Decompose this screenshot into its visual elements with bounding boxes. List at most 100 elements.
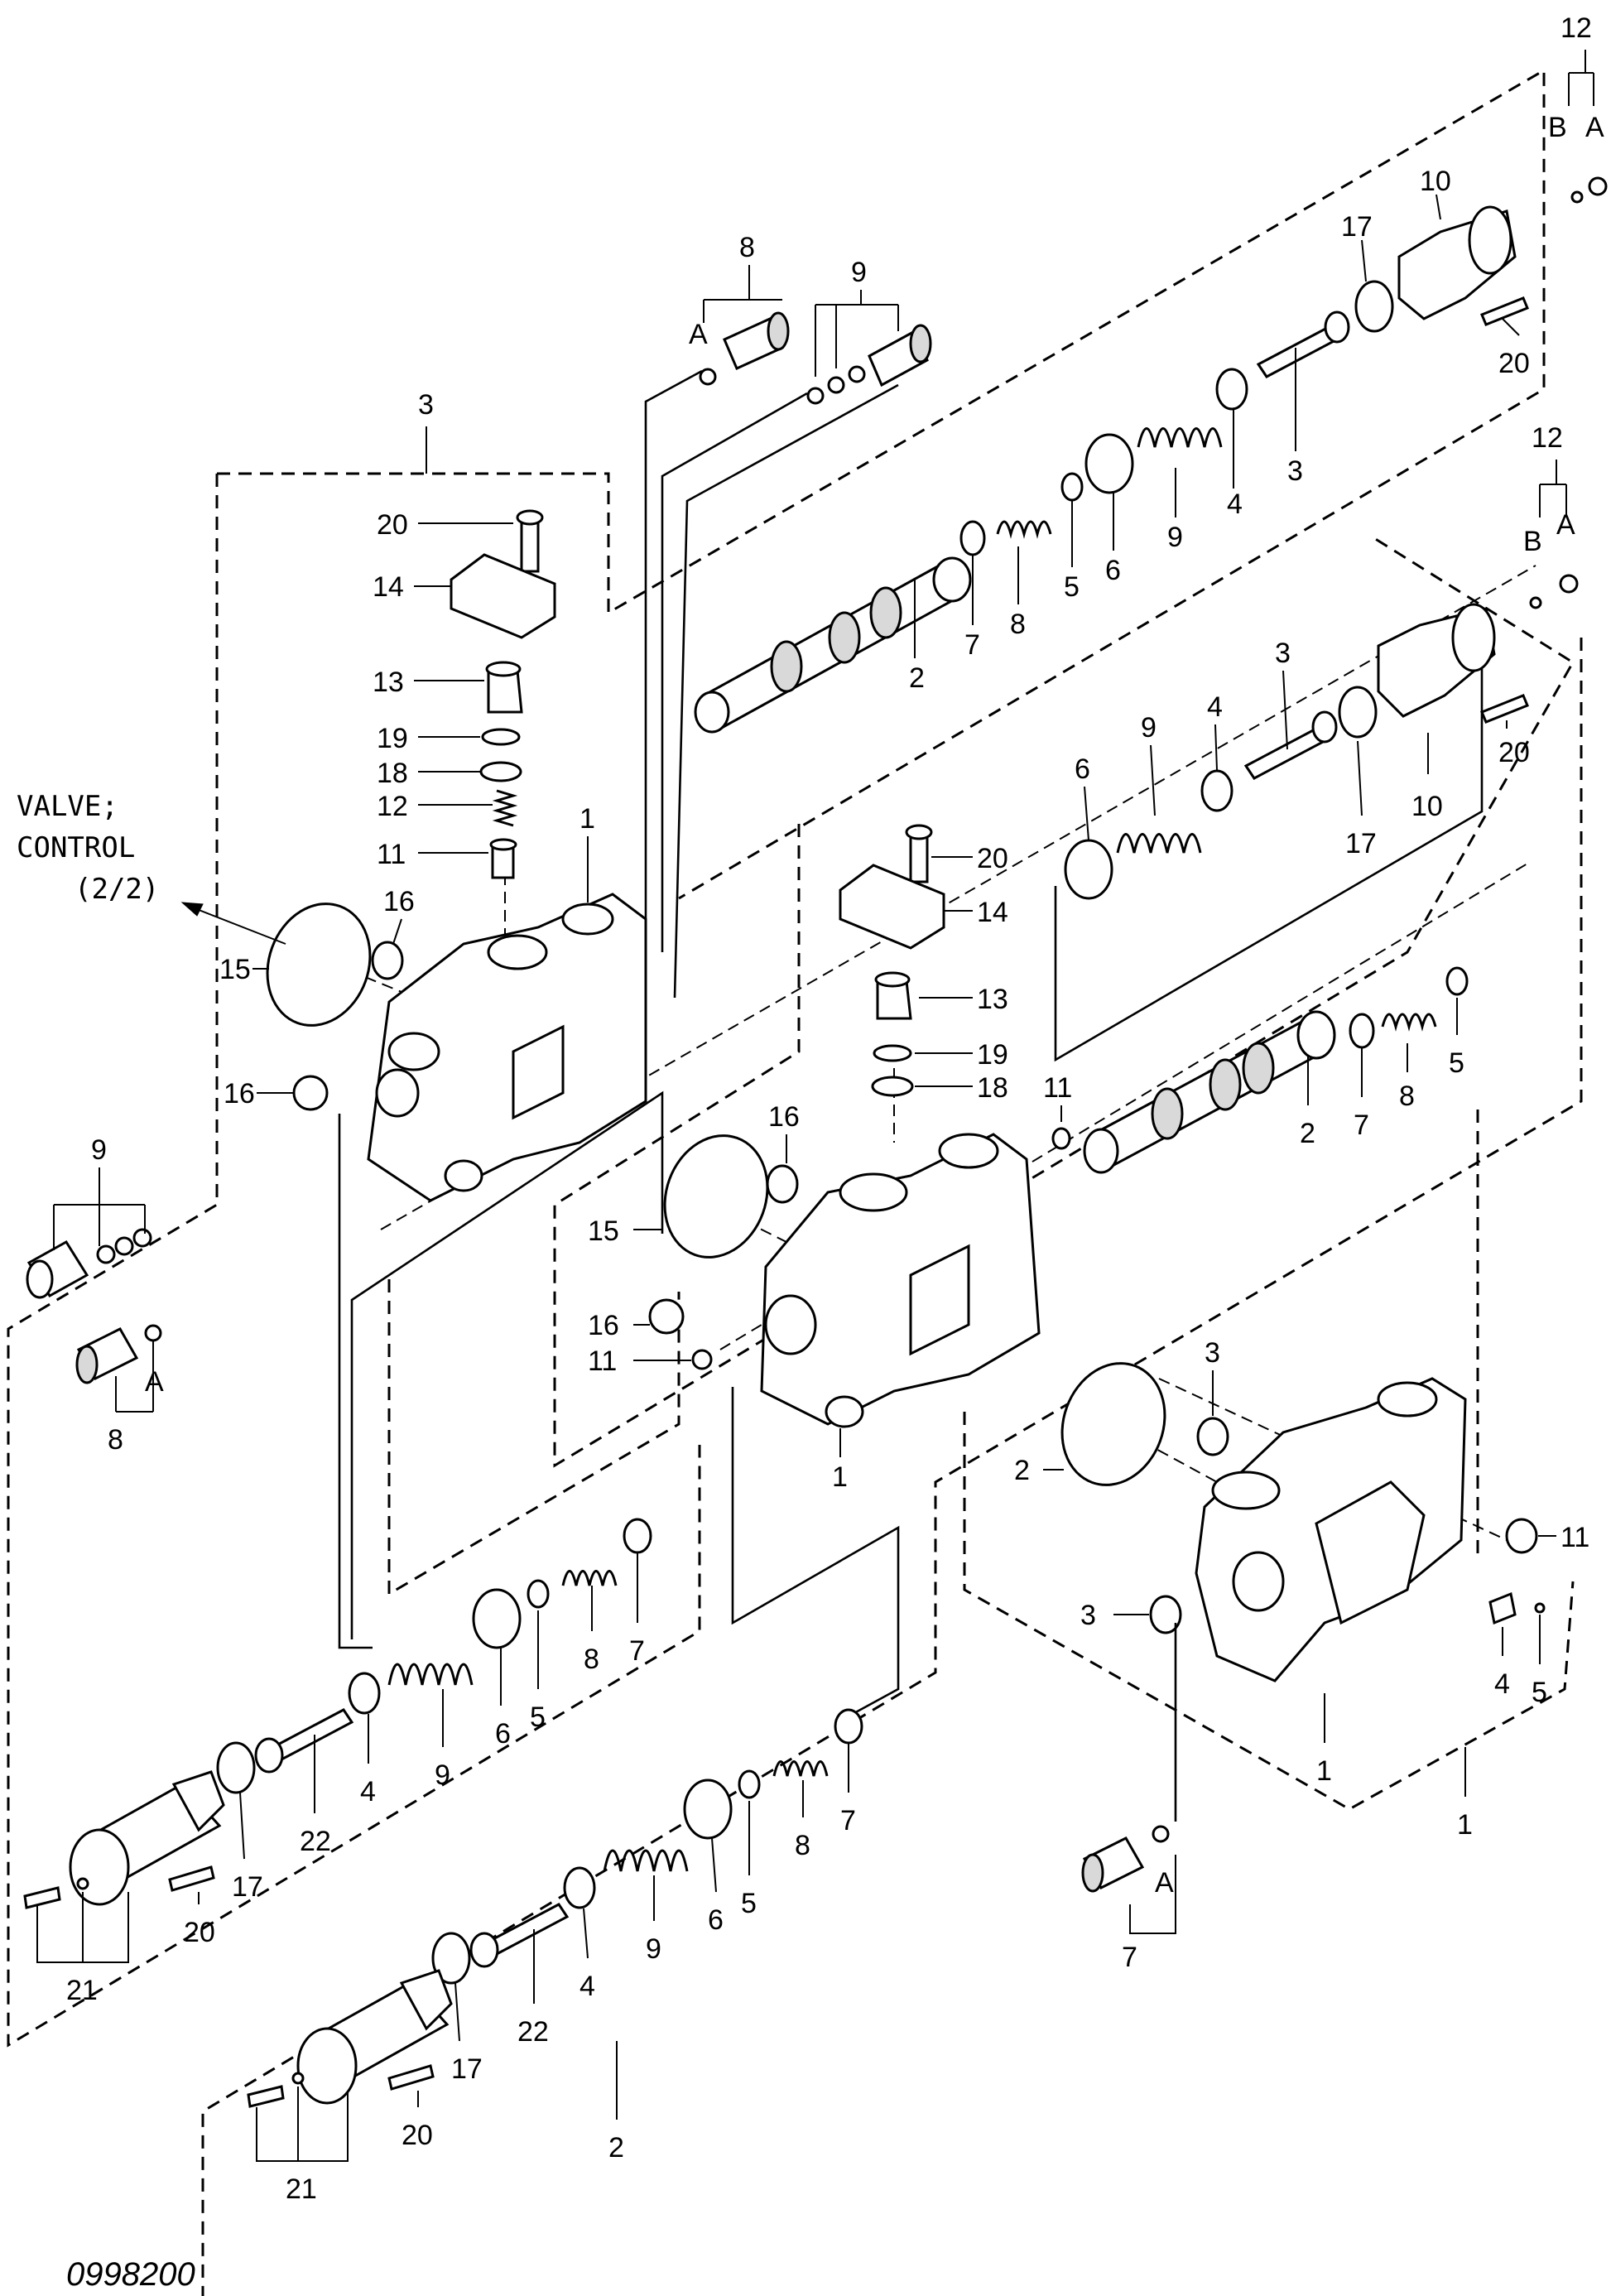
callout-3-mid: 3 [1275,638,1291,669]
oring-19-left [481,728,521,746]
relief-valve-9-left [26,1228,152,1299]
callout-20-left: 20 [377,509,408,541]
retainer-7-lower-left [623,1518,652,1554]
bolt-20-left [516,509,544,573]
callout-6-lower-mid: 6 [708,1904,724,1936]
callout-20-lower-mid: 20 [402,2120,433,2151]
retainer-4-mid [1200,769,1233,812]
callout-9-upper: 9 [1167,522,1183,553]
reference-arrow-head [180,902,204,917]
callout-16-mid-lower: 16 [588,1310,619,1341]
oring-17-mid [1338,686,1378,739]
callout-15-mid: 15 [588,1215,619,1247]
reference-callout: VALVE; CONTROL (2/2) [17,790,286,945]
callout-3-lower-right-upper: 3 [1205,1337,1220,1369]
callout-numbers: 8 A 9 12 B A 10 17 20 3 4 9 6 5 8 7 2 12… [66,12,1604,2205]
callout-21-lower-left: 21 [66,1975,98,2006]
leader-6-mid [1084,786,1089,841]
spring-9-mid [1116,833,1202,854]
callout-7-upper: 7 [964,629,980,661]
relief-valve-7-lower-right [1081,1825,1170,1893]
plug-11-mid-left [691,1349,713,1370]
callout-20-mid: 20 [977,843,1008,874]
oring-17-upper [1354,280,1394,333]
middle-valve-section [648,824,1071,1428]
callout-9-top: 9 [851,257,867,288]
bolt-3-upper [1256,310,1350,378]
retainer-7-lower-mid [834,1708,863,1745]
leader-10-upper [1435,194,1441,220]
oring-3-lower-right-upper [1196,1417,1229,1456]
spring-12-left [492,789,518,827]
spring-9-lower-left [387,1663,474,1686]
oring-17-lower-left [216,1741,256,1794]
callout-7-lower-right: 7 [1122,1942,1137,1973]
callout-2-lower-mid: 2 [608,2132,624,2164]
callout-8-lower-left: 8 [584,1644,599,1675]
callout-14-left: 14 [373,571,404,603]
callout-5-lower-mid: 5 [741,1888,757,1919]
callout-A-left: A [145,1366,164,1398]
callout-11-left: 11 [377,839,406,870]
sleeve-6-lower-left [472,1588,522,1649]
upper-spool-row [694,176,1608,734]
seal-15-mid [663,1134,769,1259]
callout-7-lower-mid: 7 [840,1805,856,1836]
callout-6-lower-left: 6 [495,1718,511,1750]
valve-body-1-left [367,893,647,1202]
callout-1-left: 1 [579,803,595,835]
callout-18-left: 18 [377,758,408,789]
plug-13-mid [874,971,912,1020]
bracket-spool-lower-left [350,1090,664,1639]
bolt-20-upper-right [1480,296,1529,326]
centerline-mid-spool [719,860,1532,1350]
callout-17-mid: 17 [1345,828,1377,859]
relief-valves-top [699,311,932,405]
leader-4-lower-mid [583,1908,589,1959]
bolt-22-lower-mid [469,1903,570,1968]
callout-4-lower-mid: 4 [579,1971,595,2002]
callout-19-left: 19 [377,723,408,754]
retainer-7-mid [1349,1013,1375,1049]
leader-8-top [703,265,782,323]
callout-18-mid: 18 [977,1072,1008,1104]
mid-spool-row [1064,574,1579,1174]
lower-right-section [1060,1362,1546,1893]
callout-A-mid: A [1556,509,1575,541]
oring-16-mid-upper [766,1164,799,1204]
callout-17-upper: 17 [1341,211,1373,243]
washer-5-lower-left [527,1579,550,1609]
relief-valve-8-left [75,1324,162,1384]
bolt-22-lower-left [254,1708,354,1774]
callout-16-left-lower: 16 [224,1078,255,1109]
callout-7-mid: 7 [1354,1109,1369,1141]
left-valve-section [26,509,647,1384]
callout-4-mid: 4 [1207,691,1223,723]
boundary-group-2-mid [553,537,1575,1468]
seal-15-left [266,903,372,1027]
retainer-4-upper [1215,368,1248,411]
plug-13-left [485,661,523,714]
washer-5-lower-mid [738,1769,761,1799]
lower-left-spool-row [23,1518,652,1909]
callout-5-mid: 5 [1449,1047,1464,1079]
callout-8-upper: 8 [1010,609,1026,640]
retainer-4-lower-mid [563,1866,596,1909]
washer-5-upper [1060,472,1084,502]
leader-6-lower-mid [711,1837,717,1893]
bracket-upper-leader-3 [673,383,899,999]
sleeve-6-lower-mid [683,1779,733,1840]
bracket-upper-leader-1 [644,369,703,927]
plug-12-upper [1570,176,1608,204]
callout-16-left-upper: 16 [383,886,415,917]
callout-leaders [36,50,1594,2162]
spring-8-mid [1381,1013,1437,1032]
spring-9-lower-mid [603,1849,689,1872]
callout-1-lower-right-group: 1 [1457,1809,1473,1841]
callout-17-lower-left: 17 [232,1871,263,1903]
callout-1-mid: 1 [832,1461,848,1493]
oring-16-mid-lower [648,1298,685,1335]
leader-16-left-upper [392,918,402,945]
oring-3-lower-right-lower [1149,1595,1182,1634]
